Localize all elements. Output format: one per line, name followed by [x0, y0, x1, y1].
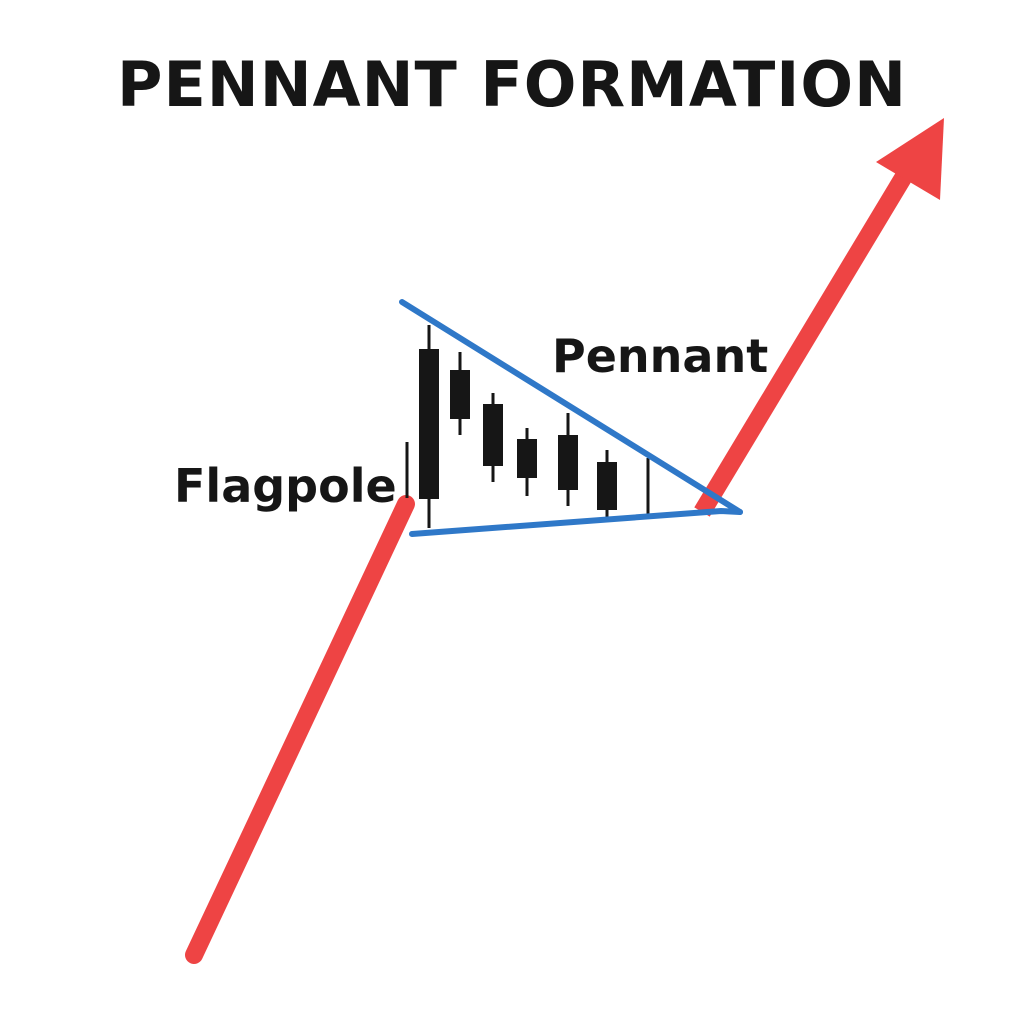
- upper-trendline: [399, 299, 743, 515]
- pennant-label: Pennant: [552, 329, 768, 383]
- candlesticks: [405, 325, 650, 528]
- candle-body: [597, 462, 617, 510]
- candle-body: [419, 349, 439, 499]
- page-title: PENNANT FORMATION: [117, 48, 907, 121]
- candle-body: [483, 404, 503, 466]
- candle-body: [517, 439, 537, 478]
- flagpole-line: [185, 495, 415, 964]
- lower-trendline: [409, 508, 743, 537]
- candle-body: [450, 370, 470, 419]
- candle-body: [558, 435, 578, 490]
- flagpole-label: Flagpole: [174, 459, 397, 513]
- arrow-up-right-icon: [876, 118, 944, 200]
- pennant-trendlines: [399, 299, 743, 537]
- breakout-line: [694, 158, 920, 517]
